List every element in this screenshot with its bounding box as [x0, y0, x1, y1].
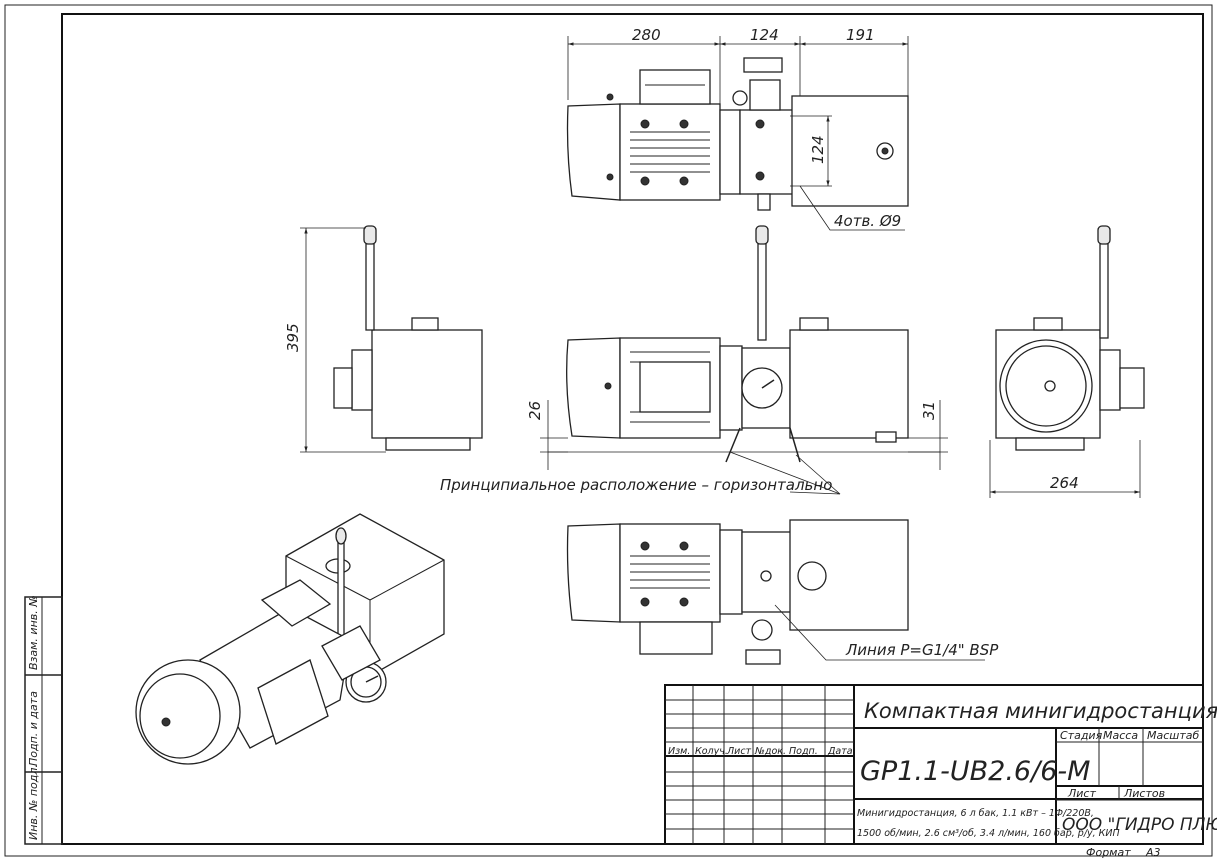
tb-stage-label: Стадия: [1060, 729, 1103, 742]
tb-col-doc-no: №док.: [754, 746, 786, 757]
margin-field-replace-inv: Взам. инв. №: [27, 595, 40, 670]
side-view-left: [300, 225, 483, 453]
tb-scale-label: Масштаб: [1147, 729, 1199, 742]
end-view-right: [989, 225, 1145, 498]
format-value: А3: [1145, 846, 1161, 859]
drawing-frame: [4, 4, 1213, 857]
tb-product-title: Компактная минигидростанция: [864, 699, 1217, 723]
tb-col-signature: Подп.: [789, 746, 818, 757]
dim-front-offset-left: 26: [526, 401, 544, 420]
front-view: [540, 225, 948, 495]
dim-top-width-1: 280: [632, 26, 661, 44]
arrangement-note: Принципиальное расположение – горизонтал…: [440, 476, 832, 494]
isometric-view: [135, 513, 445, 765]
tb-company: ООО "ГИДРО ПЛЮС": [1062, 815, 1217, 835]
dim-front-offset-right: 31: [920, 401, 938, 420]
tb-sheets-label: Листов: [1123, 787, 1165, 800]
dim-top-mount-spacing: 124: [809, 135, 827, 164]
tb-col-change: Изм.: [668, 746, 690, 757]
dim-top-width-3: 191: [846, 26, 875, 44]
tb-designation: GP1.1-UB2.6/6-M: [860, 756, 1090, 787]
tb-sheet-label: Лист: [1067, 787, 1096, 800]
left-margin-stamp: Взам. инв. № Подп. и дата Инв. № подл.: [24, 595, 63, 845]
title-block: [664, 684, 1204, 845]
tb-mass-label: Масса: [1103, 729, 1138, 742]
dim-end-width: 264: [1050, 474, 1079, 492]
tb-description-line-2: 1500 об/мин, 2.6 см³/об, 3.4 л/мин, 160 …: [857, 828, 1120, 839]
top-view: [566, 36, 909, 231]
tb-col-date: Дата: [827, 746, 853, 757]
tb-col-count: Колуч.: [695, 746, 728, 757]
format-label: Формат: [1086, 846, 1131, 859]
dim-mount-holes: 4отв. Ø9: [834, 212, 901, 230]
tb-description-line-1: Минигидростанция, 6 л бак, 1.1 кВт – 1Ф/…: [857, 808, 1094, 819]
tb-col-sheet: Лист: [726, 746, 752, 757]
dim-side-height: 395: [284, 323, 302, 352]
margin-field-orig-inv: Инв. № подл.: [27, 764, 40, 840]
bottom-view: [566, 519, 985, 665]
pressure-line-note: Линия P=G1/4" BSP: [845, 641, 999, 659]
margin-field-sign-date: Подп. и дата: [27, 691, 40, 766]
dim-top-width-2: 124: [750, 26, 779, 44]
